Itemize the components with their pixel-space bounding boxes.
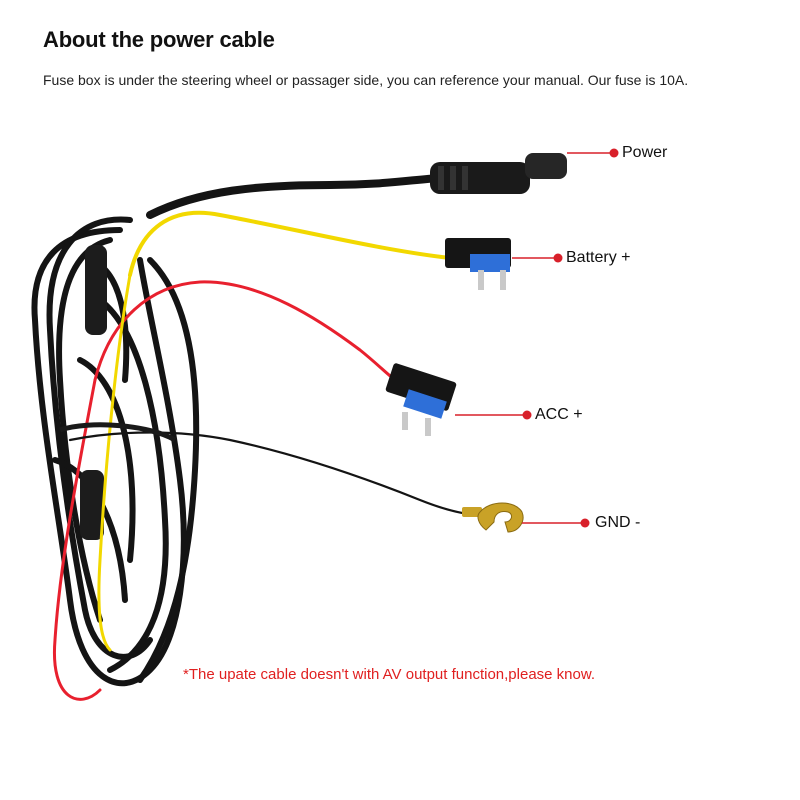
yellow-battery-wire — [128, 210, 452, 277]
callout-acc — [455, 410, 532, 420]
red-wire-lower — [52, 378, 102, 701]
red-acc-wire — [93, 280, 397, 382]
yellow-wire-lower — [97, 273, 132, 652]
acc-fuse-tap — [385, 363, 457, 436]
label-gnd: GND - — [595, 514, 641, 531]
footnote-warning: *The upate cable doesn't with AV output … — [183, 666, 596, 683]
battery-fuse-tap — [445, 238, 511, 290]
cable-coil — [31, 216, 200, 687]
label-power: Power — [622, 144, 668, 161]
gnd-wire — [68, 431, 470, 516]
power-connector — [430, 153, 567, 194]
cable-tie — [59, 422, 177, 443]
label-battery: Battery + — [566, 249, 631, 266]
gnd-terminal — [462, 502, 524, 533]
main-black-wire — [146, 174, 444, 219]
callout-battery — [512, 253, 563, 263]
page-title: About the power cable — [43, 27, 275, 52]
coil-connector — [80, 245, 107, 540]
page-subtitle: Fuse box is under the steering wheel or … — [43, 72, 689, 88]
callout-gnd — [522, 518, 590, 528]
label-acc: ACC + — [535, 406, 583, 423]
callout-power — [567, 148, 619, 158]
